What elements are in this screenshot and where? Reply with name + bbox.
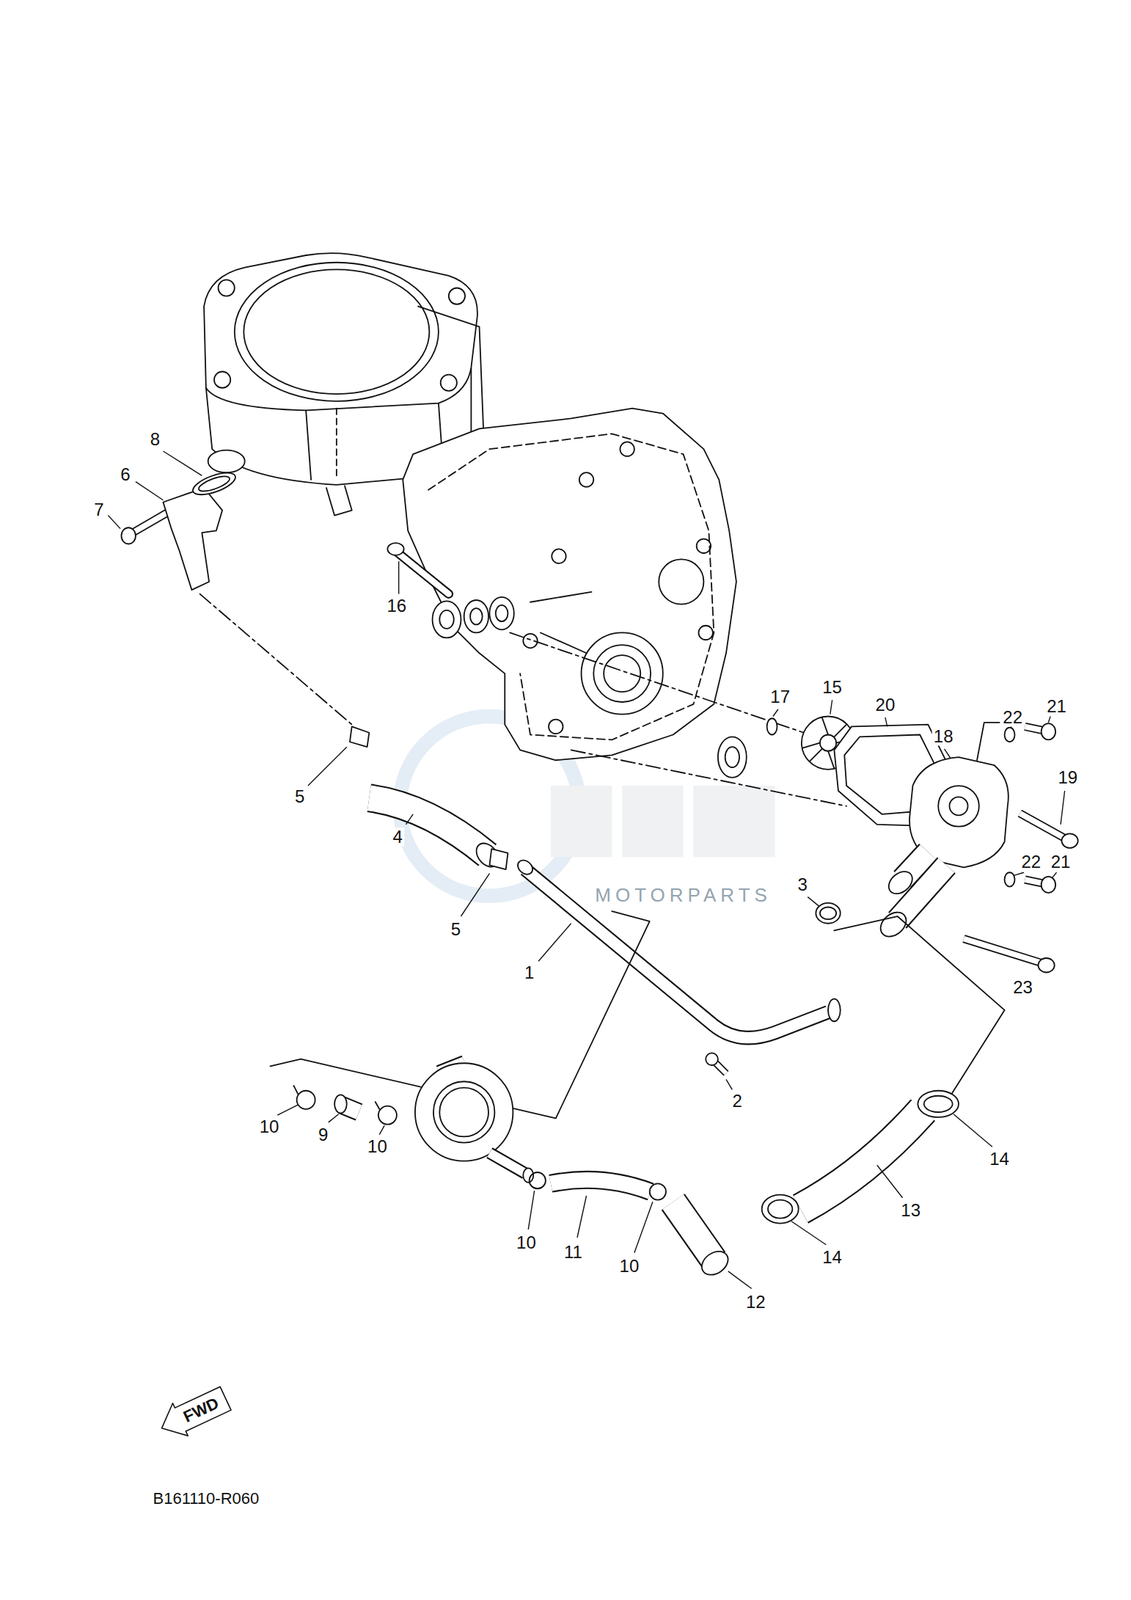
callout-number: 17 (768, 687, 792, 706)
callout-number: 5 (293, 787, 306, 807)
callout-number: 22 (1001, 707, 1024, 727)
callout-number: 6 (118, 465, 132, 484)
callout-number: 9 (316, 1125, 330, 1144)
callout-number: 4 (391, 827, 405, 846)
pump-shaft-seals (387, 542, 847, 807)
callout-number: 5 (449, 920, 463, 939)
callout-number: 16 (385, 597, 409, 616)
bolts (121, 510, 1078, 1074)
callout-number: 21 (1049, 853, 1073, 872)
callout-number: 14 (987, 1150, 1011, 1169)
callout-number: 20 (874, 696, 898, 715)
callout-number: 22 (1019, 853, 1043, 872)
callout-number: 21 (1045, 696, 1068, 716)
callout-number: 14 (820, 1247, 844, 1266)
callout-number: 3 (796, 875, 810, 894)
arrow-shape (154, 1381, 234, 1445)
outlet-elbow (162, 468, 352, 725)
callout-number: 10 (258, 1117, 281, 1136)
leader-lines (107, 451, 1065, 1289)
lower-hoses (293, 1060, 959, 1280)
direction-arrow: FWD (154, 1381, 234, 1445)
drawing-code: B161110-R060 (151, 1490, 261, 1508)
hoses-pipes (269, 726, 1005, 1118)
callout-number: 19 (1056, 767, 1079, 787)
callout-number: 2 (731, 1091, 744, 1110)
callout-number: 18 (932, 727, 955, 746)
callout-number: 7 (92, 500, 105, 520)
callout-number: 10 (618, 1257, 642, 1276)
callout-number: 10 (365, 1137, 389, 1156)
watermark: MOTORPARTS (593, 886, 774, 906)
callout-number: 23 (1011, 978, 1035, 997)
callout-number: 15 (820, 678, 844, 697)
callout-number: 1 (522, 963, 536, 982)
callout-number: 12 (744, 1292, 768, 1311)
callout-number: 10 (514, 1233, 538, 1253)
crankcase-cover (402, 408, 737, 761)
water-pump (801, 715, 1009, 942)
callout-number: 11 (562, 1242, 584, 1261)
callout-number: 13 (899, 1200, 922, 1220)
callout-number: 8 (148, 430, 162, 449)
